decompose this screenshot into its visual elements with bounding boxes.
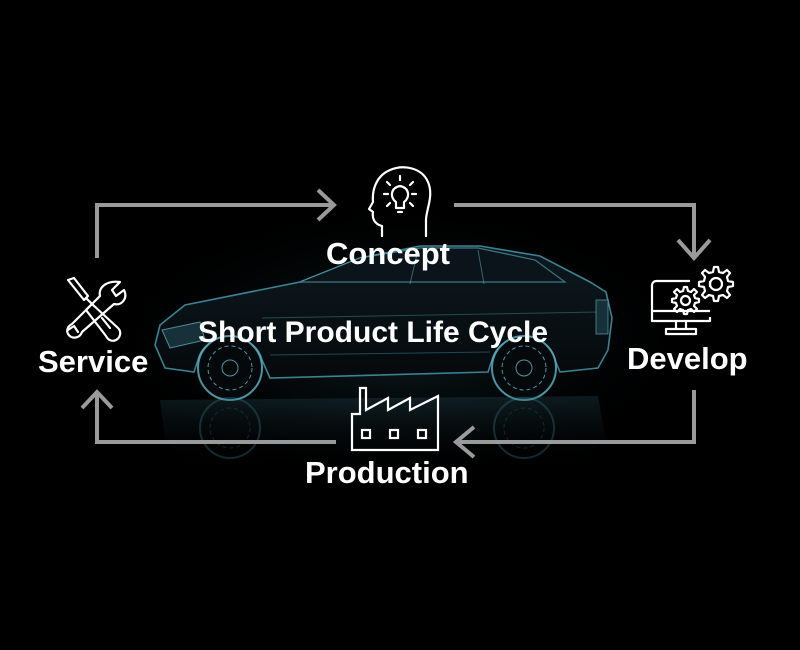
diagram-title: Short Product Life Cycle [198, 316, 549, 349]
arrow-concept-to-develop [454, 203, 696, 258]
arrow-develop-to-production [456, 390, 696, 444]
stage-label-concept: Concept [326, 236, 450, 271]
stage-label-develop: Develop [627, 341, 748, 376]
stage-label-service: Service [38, 344, 149, 379]
arrow-production-to-service [95, 392, 336, 444]
arrow-service-to-concept [95, 203, 334, 258]
monitor-gears-icon [650, 265, 735, 336]
stage-label-production: Production [305, 455, 469, 490]
wrench-screwdriver-icon [66, 276, 127, 342]
head-lightbulb-icon [367, 166, 432, 238]
factory-icon [350, 386, 440, 452]
